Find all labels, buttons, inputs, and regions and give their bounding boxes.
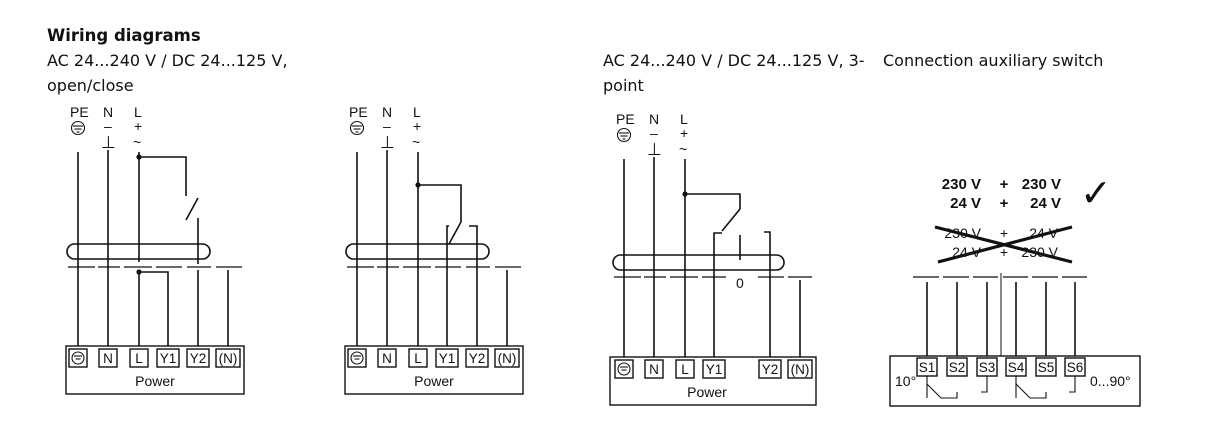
terminal-s1: S1	[919, 360, 936, 375]
terminal-row: N L Y1 Y2 (N) Power	[614, 359, 813, 400]
aux-wires	[926, 282, 1076, 358]
svg-text:L: L	[414, 351, 422, 366]
svg-text:L: L	[413, 104, 421, 120]
actuator-box	[344, 345, 524, 395]
supply-header: PE N L – + ~ ⊥	[70, 104, 142, 152]
caption-open-close-line1: AC 24...240 V / DC 24...125 V,	[47, 51, 288, 70]
svg-text:N: N	[382, 104, 392, 120]
svg-text:(N): (N)	[498, 351, 517, 366]
pe-label: PE	[70, 104, 89, 120]
svg-text:–: –	[383, 118, 391, 134]
earth-icon	[349, 120, 365, 136]
svg-text:+: +	[413, 118, 421, 134]
switch-contact	[448, 221, 462, 245]
earth-terminal-icon	[350, 351, 364, 365]
svg-text:PE: PE	[349, 104, 368, 120]
junction-dot	[415, 182, 421, 188]
diagram-three-point: PE N L – + ~ ⊥	[609, 111, 817, 406]
caption-open-close-line2: open/close	[47, 76, 134, 95]
wire-bridge-y1	[139, 271, 169, 348]
svg-text:Power: Power	[687, 384, 727, 400]
svg-text:N: N	[649, 362, 659, 377]
wire-feed	[139, 156, 187, 196]
terminal-l: L	[135, 351, 143, 366]
ac-label: ~	[133, 134, 141, 150]
svg-text:⊥: ⊥	[380, 133, 395, 152]
switch-contact	[185, 197, 199, 221]
svg-text:L: L	[681, 362, 689, 377]
svg-text:Y2: Y2	[469, 351, 486, 366]
terminal-row: N L Y1 Y2 (N) Power	[68, 348, 241, 389]
cable-sheath-icon	[345, 243, 490, 260]
caption-aux-switch: Connection auxiliary switch	[883, 51, 1104, 70]
svg-text:24 V: 24 V	[1030, 195, 1061, 212]
svg-text:+: +	[1000, 244, 1008, 260]
svg-text:L: L	[680, 111, 688, 127]
svg-text:Y1: Y1	[706, 362, 723, 377]
svg-text:+: +	[1000, 176, 1009, 193]
svg-text:~: ~	[412, 134, 420, 150]
diagram-open-close-b: PE N L – + ~ ⊥	[344, 104, 524, 395]
l-label: L	[134, 104, 142, 120]
svg-text:+: +	[1000, 225, 1008, 241]
svg-text:Power: Power	[414, 373, 454, 389]
terminal-s4: S4	[1008, 360, 1025, 375]
terminal-s5: S5	[1038, 360, 1055, 375]
earth-terminal-icon	[71, 351, 85, 365]
svg-text:N: N	[649, 111, 659, 127]
svg-text:~: ~	[679, 141, 687, 157]
earth-icon	[616, 127, 632, 143]
terminal-row: N L Y1 Y2 (N) Power	[347, 348, 520, 389]
svg-text:Y2: Y2	[762, 362, 779, 377]
terminal-n: N	[103, 351, 113, 366]
voltage-allowed: 230 V + 230 V 24 V + 24 V	[942, 176, 1061, 212]
page-title: Wiring diagrams	[47, 26, 201, 45]
svg-text:PE: PE	[616, 111, 635, 127]
earth-icon	[70, 120, 86, 136]
caption-three-point-line1: AC 24...240 V / DC 24...125 V, 3-	[603, 51, 865, 70]
aux-terminal-row: S1 S2 S3 S4 S5 S6	[916, 357, 1086, 377]
switch-contact	[721, 208, 741, 232]
svg-text:230 V: 230 V	[1022, 176, 1061, 193]
terminal-s2: S2	[949, 360, 966, 375]
gnd-bar-label: ⊥	[101, 133, 116, 152]
supply-header: PE N L – + ~ ⊥	[616, 111, 688, 159]
svg-text:⊥: ⊥	[647, 140, 662, 159]
svg-text:(N): (N)	[791, 362, 810, 377]
terminal-y2: Y2	[190, 351, 207, 366]
svg-text:+: +	[1000, 195, 1009, 212]
minus-label: –	[104, 118, 112, 134]
cable-sheath-icon	[612, 254, 785, 271]
angle-right-label: 0...90°	[1090, 373, 1131, 389]
zero-position-label: 0	[736, 275, 744, 291]
svg-text:+: +	[680, 125, 688, 141]
terminal-s6: S6	[1067, 360, 1084, 375]
caption-three-point-line2: point	[603, 76, 644, 95]
actuator-box	[65, 345, 245, 395]
svg-text:Y1: Y1	[439, 351, 456, 366]
terminal-y1: Y1	[160, 351, 177, 366]
cross-icon	[934, 225, 1073, 264]
earth-terminal-icon	[617, 362, 631, 376]
power-label: Power	[135, 373, 175, 389]
plus-label: +	[134, 118, 142, 134]
cable-sheath-icon	[66, 243, 211, 260]
aux-contacts	[926, 376, 1076, 399]
svg-text:N: N	[382, 351, 392, 366]
svg-text:–: –	[650, 125, 658, 141]
diagram-aux-switch: 230 V + 230 V 24 V + 24 V ✓ 230 V + 24 V…	[889, 173, 1141, 407]
svg-text:24 V: 24 V	[950, 195, 981, 212]
terminal-s3: S3	[979, 360, 996, 375]
diagram-open-close-a: PE N L – + ~ ⊥	[65, 104, 245, 395]
angle-left-label: 10°	[895, 373, 916, 389]
n-label: N	[103, 104, 113, 120]
terminal-n-bracket: (N)	[219, 351, 238, 366]
supply-header: PE N L – + ~ ⊥	[349, 104, 421, 152]
svg-text:230 V: 230 V	[942, 176, 981, 193]
check-icon: ✓	[1080, 173, 1112, 215]
